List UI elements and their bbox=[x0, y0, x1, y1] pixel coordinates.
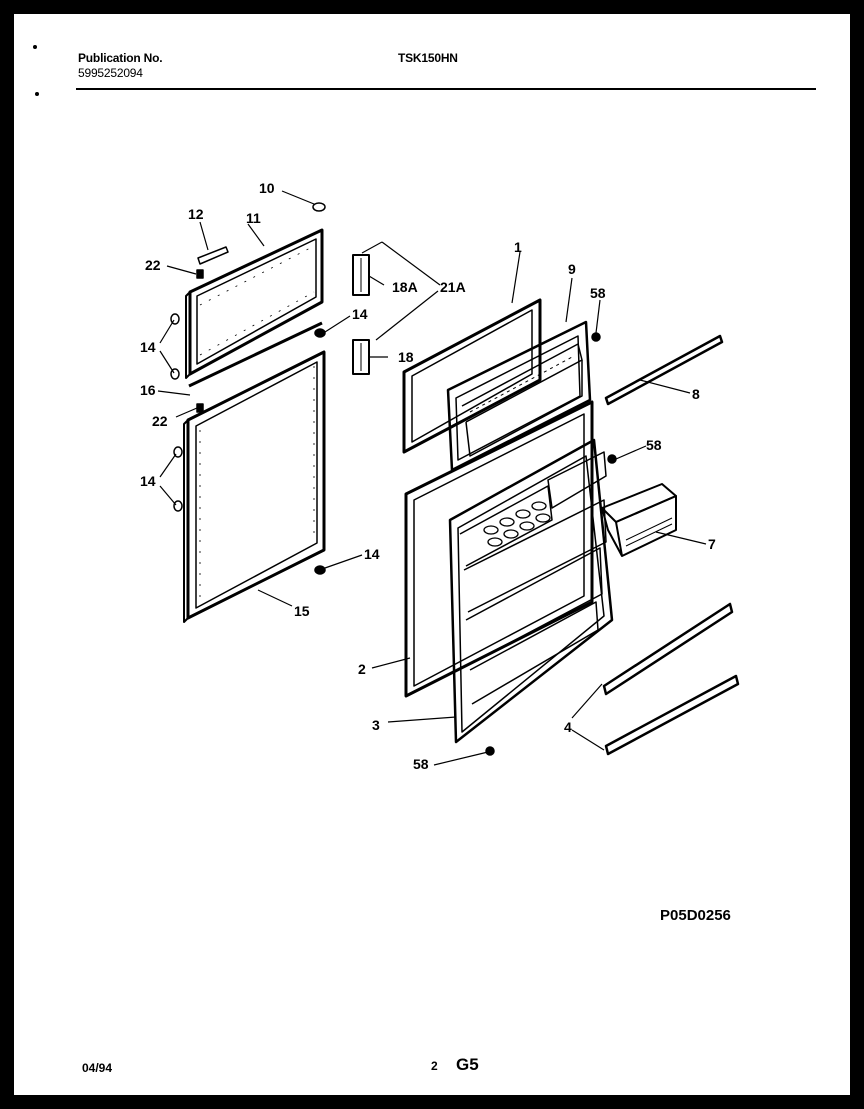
publication-label: Publication No. bbox=[78, 51, 163, 65]
food-door-gasket bbox=[404, 400, 594, 698]
freezer-gasket bbox=[402, 298, 542, 454]
callout-labels: 10 12 11 22 14 14 16 22 14 14 15 18A 21A… bbox=[140, 180, 716, 772]
callout-14-upper-left: 14 bbox=[140, 339, 156, 355]
freezer-inner-door bbox=[446, 320, 592, 472]
door-plugs bbox=[170, 202, 617, 756]
footer-page-number: 2 bbox=[431, 1059, 438, 1073]
parts-diagram-sheet: Publication No. 5995252094 TSK150HN bbox=[14, 14, 850, 1095]
callout-14-lower-left: 14 bbox=[140, 473, 156, 489]
callout-4: 4 bbox=[564, 719, 572, 735]
food-inner-door bbox=[448, 438, 614, 744]
door-trim-strips bbox=[602, 334, 740, 756]
trim-strip bbox=[197, 246, 229, 265]
callout-8: 8 bbox=[692, 386, 700, 402]
callout-18: 18 bbox=[398, 349, 414, 365]
footer-date: 04/94 bbox=[82, 1061, 113, 1075]
callout-2: 2 bbox=[358, 661, 366, 677]
callout-22-lower: 22 bbox=[152, 413, 168, 429]
callout-14-hinge: 14 bbox=[352, 306, 368, 322]
callout-18A: 18A bbox=[392, 279, 418, 295]
callout-11: 11 bbox=[246, 210, 261, 226]
exploded-door-diagram: 10 12 11 22 14 14 16 22 14 14 15 18A 21A… bbox=[140, 180, 740, 772]
diagram-code: P05D0256 bbox=[660, 907, 731, 924]
footer-section: G5 bbox=[456, 1055, 479, 1074]
callout-3: 3 bbox=[372, 717, 380, 733]
callout-58-bottom: 58 bbox=[413, 756, 429, 772]
header-rule bbox=[76, 88, 816, 90]
callout-58-top: 58 bbox=[590, 285, 606, 301]
callout-16: 16 bbox=[140, 382, 156, 398]
food-door-liner bbox=[183, 350, 326, 623]
callout-12: 12 bbox=[188, 206, 204, 222]
callout-22-upper: 22 bbox=[145, 257, 161, 273]
callout-9: 9 bbox=[568, 261, 576, 277]
door-divider-strip bbox=[188, 321, 323, 388]
callout-14-bottom: 14 bbox=[364, 546, 380, 562]
callout-10: 10 bbox=[259, 180, 275, 196]
freezer-door-liner bbox=[185, 228, 324, 379]
callout-7: 7 bbox=[708, 536, 716, 552]
publication-number: 5995252094 bbox=[78, 66, 143, 80]
margin-dot-top bbox=[33, 45, 37, 49]
model-number: TSK150HN bbox=[398, 51, 458, 65]
callout-58-middle: 58 bbox=[646, 437, 662, 453]
callout-leaders bbox=[157, 190, 707, 766]
callout-15: 15 bbox=[294, 603, 310, 619]
margin-dot-lower bbox=[35, 92, 39, 96]
callout-1: 1 bbox=[514, 239, 522, 255]
butter-compartment bbox=[601, 483, 677, 557]
callout-21A: 21A bbox=[440, 279, 466, 295]
